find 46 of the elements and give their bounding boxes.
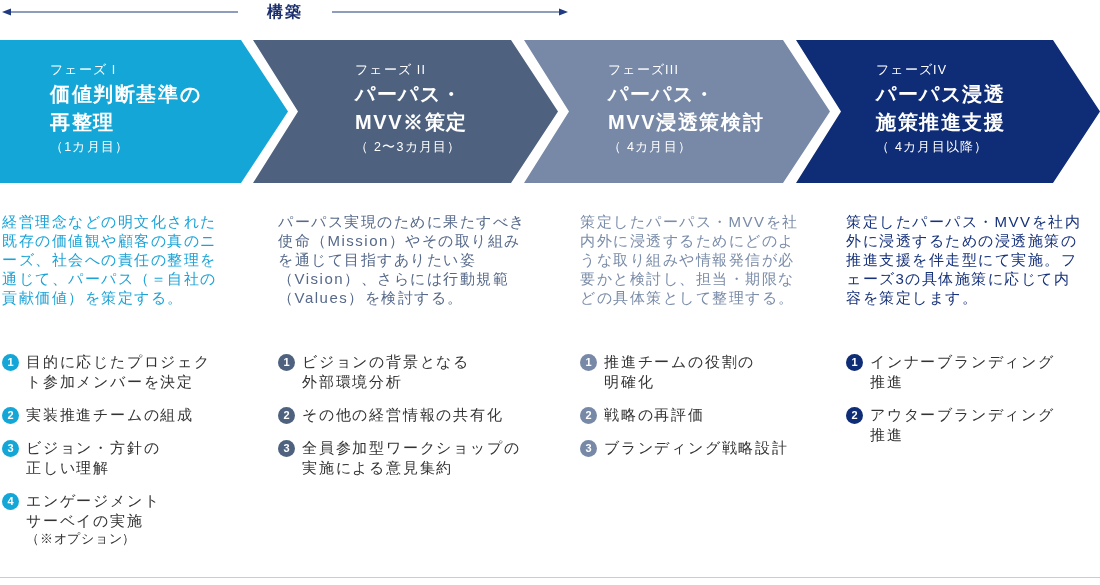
item-text: エンゲージメントサーベイの実施 <box>26 491 162 531</box>
duration-label: （ 4カ月目以降） <box>876 139 990 156</box>
item-text: ビジョン・方針の正しい理解 <box>26 438 162 478</box>
step-number: 3 <box>580 440 597 457</box>
span-label: 構築 <box>267 2 303 22</box>
phase-number-label: フェーズ II <box>355 62 428 79</box>
chevron-step <box>524 40 830 183</box>
description-text: 策定したパーパス・MVVを社内外に浸透するための浸透施策の推進支援を伴走型にて実施。フェーズ3の具体施策に応じて内容を策定します。 <box>846 212 1082 307</box>
step-number: 4 <box>2 493 19 510</box>
phase-number-label: フェーズIII <box>608 62 681 79</box>
chevron-step <box>796 40 1100 183</box>
step-number: 2 <box>580 407 597 424</box>
duration-label: （ 2〜3カ月目） <box>355 139 463 156</box>
phase-title: パーパス浸透施策推進支援 <box>876 82 1007 135</box>
duration-label: （1カ月目） <box>50 139 131 156</box>
phase-title: 価値判断基準の再整理 <box>50 82 203 135</box>
phase-number-label: フェーズ I <box>50 62 118 79</box>
item-text: 推進チームの役割の明確化 <box>604 352 757 392</box>
step-number: 3 <box>278 440 295 457</box>
step-number: 1 <box>278 354 295 371</box>
item-text: アウターブランディング推進 <box>870 405 1056 445</box>
description-text: 経営理念などの明文化された既存の価値観や顧客の真のニーズ、社会への責任の整理を通じて、パーパス（＝自社の貢献価値）を策定する。 <box>2 212 218 307</box>
phase-title: パーパス・MVV※策定 <box>355 82 469 135</box>
item-text: その他の経営情報の共有化 <box>302 405 505 425</box>
item-text: 目的に応じたプロジェクト参加メンバーを決定 <box>26 352 212 392</box>
phase-number-label: フェーズIV <box>876 62 949 79</box>
description-text: パーパス実現のために果たすべき使命（Mission）やその取り組みを通じて目指すありたい姿（Vision）、さらには行動規範（Values）を検討する。 <box>278 212 527 307</box>
item-text: 戦略の再評価 <box>604 405 706 425</box>
phase-title: パーパス・MVV浸透策検討 <box>608 82 766 135</box>
duration-label: （ 4カ月目） <box>608 139 694 156</box>
step-number: 2 <box>846 407 863 424</box>
item-text: ビジョンの背景となる外部環境分析 <box>302 352 471 392</box>
item-text: 全員参加型ワークショップの実施による意見集約 <box>302 438 522 478</box>
step-number: 3 <box>2 440 19 457</box>
chevron-step <box>0 40 288 183</box>
step-number: 1 <box>2 354 19 371</box>
item-text: ブランディング戦略設計 <box>604 438 790 458</box>
item-text: インナーブランディング推進 <box>870 352 1056 392</box>
note-text: （※オプション） <box>26 531 137 548</box>
description-text: 策定したパーパス・MVVを社内外に浸透するためにどのような取り組みや情報発信が必要かと検討し、担当・期限などの具体策として整理する。 <box>580 212 800 307</box>
step-number: 1 <box>580 354 597 371</box>
step-number: 2 <box>278 407 295 424</box>
step-number: 1 <box>846 354 863 371</box>
chevron-step <box>253 40 558 183</box>
item-text: 実装推進チームの組成 <box>26 405 195 425</box>
step-number: 2 <box>2 407 19 424</box>
